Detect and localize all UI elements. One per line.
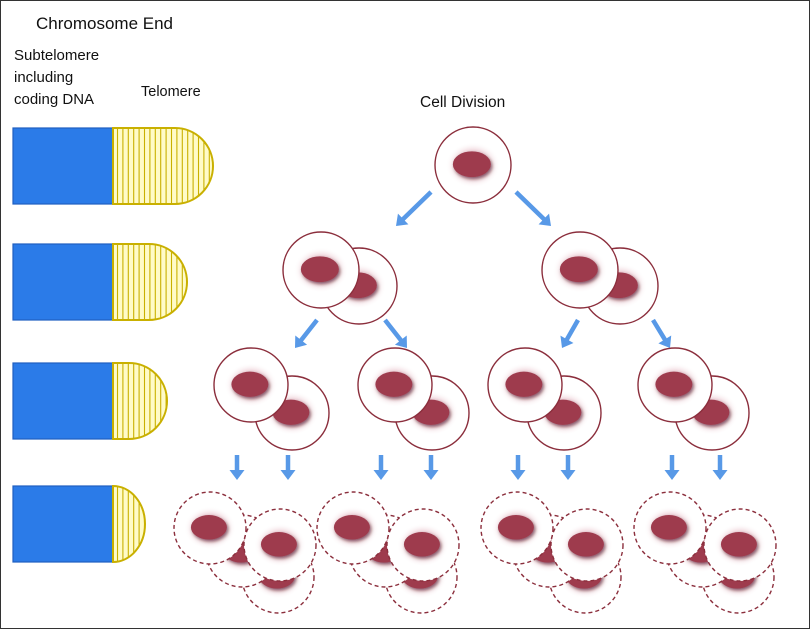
cell-nucleus: [375, 371, 413, 397]
cell-nucleus: [720, 532, 757, 557]
division-arrow: [395, 190, 433, 227]
division-arrow: [280, 455, 296, 480]
division-arrow: [514, 190, 552, 227]
chromosome-2: [12, 243, 188, 321]
chromosome-column: [12, 127, 214, 564]
telomere-outline: [112, 484, 146, 564]
telomere-label: Telomere: [141, 84, 201, 100]
telomere-fill: [113, 363, 167, 439]
telomere-cap: [112, 484, 146, 564]
division-arrows: [229, 190, 728, 480]
telomere-cap: [112, 243, 188, 321]
cell-nucleus: [655, 371, 693, 397]
senescent-cell: [173, 491, 247, 565]
telomere-outline: [112, 127, 214, 205]
division-arrow: [560, 318, 580, 348]
cell-nucleus: [497, 515, 534, 540]
subtelomere-block: [12, 127, 114, 205]
cell-nucleus: [650, 515, 687, 540]
chromosome-3: [12, 362, 168, 440]
cell-nucleus: [333, 515, 370, 540]
telomere-fill: [113, 486, 145, 562]
division-arrow: [664, 455, 680, 480]
cell-nucleus: [505, 371, 543, 397]
cell-tree: [173, 126, 777, 614]
division-arrow: [294, 318, 319, 349]
subtelomere-label-line3: coding DNA: [14, 91, 94, 108]
cell-nucleus: [300, 256, 339, 283]
subtelomere-block: [12, 362, 114, 440]
chromosome-1: [12, 127, 214, 205]
subtelomere-block: [12, 243, 114, 321]
dividing-cell: [434, 126, 512, 204]
division-arrow: [383, 318, 408, 349]
dividing-cell: [357, 347, 433, 423]
senescent-cell: [386, 508, 460, 582]
subtelomere-block: [12, 485, 114, 563]
cell-nucleus: [567, 532, 604, 557]
telomere-outline: [112, 243, 188, 321]
telomere-outline: [112, 362, 168, 440]
senescent-cell: [550, 508, 624, 582]
dividing-cell: [282, 231, 360, 309]
division-arrow: [423, 455, 439, 480]
cell-nucleus: [559, 256, 598, 283]
division-arrow: [712, 455, 728, 480]
senescent-cell: [243, 508, 317, 582]
division-arrow: [229, 455, 245, 480]
dividing-cell: [637, 347, 713, 423]
division-arrow: [373, 455, 389, 480]
subtelomere-label-line1: Subtelomere: [14, 47, 99, 64]
telomere-stripes: [116, 128, 210, 204]
telomere-cap: [112, 127, 214, 205]
subtelomere-label-line2: including: [14, 69, 73, 86]
division-arrow: [510, 455, 526, 480]
dividing-cell: [541, 231, 619, 309]
cell-nucleus: [231, 371, 269, 397]
senescent-cell: [316, 491, 390, 565]
senescent-cell: [633, 491, 707, 565]
cell-nucleus: [260, 532, 297, 557]
chromosome-4: [12, 484, 146, 564]
cell-nucleus: [403, 532, 440, 557]
cell-division-label: Cell Division: [420, 94, 505, 111]
senescent-cell: [480, 491, 554, 565]
dividing-cell: [213, 347, 289, 423]
senescent-cell: [703, 508, 777, 582]
division-arrow: [560, 455, 576, 480]
dividing-cell: [487, 347, 563, 423]
division-arrow: [651, 318, 672, 349]
cell-nucleus: [190, 515, 227, 540]
cell-nucleus: [452, 151, 491, 178]
telomere-cap: [112, 362, 168, 440]
chromosome-end-title: Chromosome End: [36, 14, 173, 33]
